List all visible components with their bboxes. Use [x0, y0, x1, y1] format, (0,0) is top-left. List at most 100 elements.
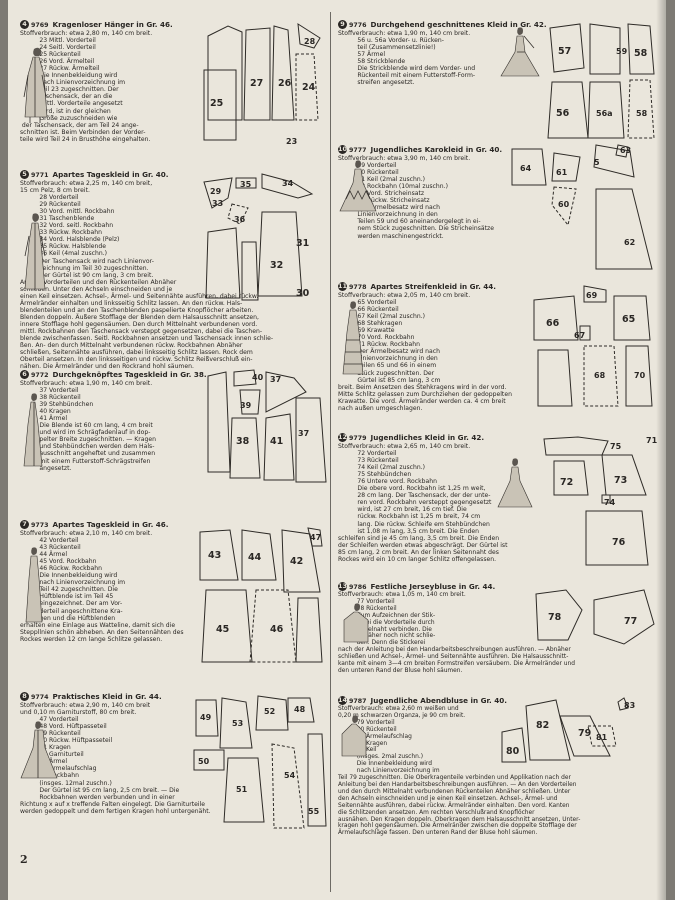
svg-text:56: 56: [556, 108, 570, 119]
dress-sketch-icon: [339, 160, 377, 212]
svg-text:40: 40: [252, 373, 264, 382]
svg-text:37: 37: [270, 375, 281, 384]
svg-text:36: 36: [234, 215, 246, 224]
svg-text:76: 76: [612, 537, 626, 548]
svg-text:70: 70: [634, 371, 646, 380]
svg-text:83: 83: [624, 701, 635, 710]
entry-text: Stoffverbrauch: etwa 2,60 m weißen und 0…: [338, 706, 581, 837]
entry-title: Kragenloser Hänger in Gr. 46.: [52, 20, 173, 29]
svg-text:60: 60: [558, 200, 570, 209]
entry-text: Stoffverbrauch: etwa 1,90 m, 140 cm brei…: [338, 30, 476, 87]
svg-text:67: 67: [574, 331, 585, 340]
svg-text:63: 63: [620, 146, 631, 155]
entry-text: Stoffverbrauch: etwa 2,80 m, 140 cm brei…: [20, 30, 153, 143]
svg-text:24: 24: [302, 82, 316, 93]
svg-text:27: 27: [250, 78, 263, 89]
svg-text:78: 78: [548, 612, 562, 623]
svg-text:77: 77: [624, 616, 637, 627]
svg-text:74: 74: [604, 498, 616, 507]
svg-text:62: 62: [624, 238, 635, 247]
pattern-diagram: 43 44 42 47 45 46: [199, 527, 323, 663]
svg-text:58: 58: [634, 48, 648, 59]
svg-text:81: 81: [596, 733, 608, 742]
entry-text: Stoffverbrauch: etwa 2,10 m, 140 cm brei…: [20, 530, 184, 643]
svg-text:49: 49: [200, 713, 212, 722]
svg-text:44: 44: [248, 552, 262, 563]
svg-text:42: 42: [290, 556, 303, 567]
column-divider: [330, 12, 331, 892]
svg-text:71: 71: [646, 436, 658, 445]
svg-text:33: 33: [212, 199, 223, 208]
page-number: 2: [20, 853, 28, 866]
svg-text:64: 64: [520, 164, 532, 173]
svg-text:47: 47: [310, 533, 321, 542]
pattern-diagram: 80 82 79 83 81: [501, 697, 635, 763]
svg-text:25: 25: [210, 98, 223, 109]
dress-sketch-icon: [500, 27, 540, 77]
svg-text:75: 75: [610, 442, 622, 451]
entry-text: Stoffverbrauch: etwa 1,90 m, 140 cm brei…: [20, 380, 156, 472]
svg-text:23: 23: [286, 137, 297, 146]
pattern-code: 9769: [31, 22, 49, 29]
svg-text:65: 65: [622, 314, 635, 325]
dress-sketch-icon: [342, 301, 364, 375]
svg-text:56a: 56a: [596, 109, 613, 118]
svg-text:82: 82: [536, 720, 549, 731]
svg-text:54: 54: [284, 771, 296, 780]
svg-text:29: 29: [210, 187, 222, 196]
pattern-diagram: 64 61 5 63 60 62: [511, 144, 653, 270]
svg-text:58: 58: [636, 109, 648, 118]
svg-text:79: 79: [578, 728, 591, 739]
dress-sketch-icon: [23, 393, 43, 467]
svg-text:80: 80: [506, 746, 520, 757]
svg-text:59: 59: [616, 47, 628, 56]
svg-text:45: 45: [216, 624, 229, 635]
svg-text:72: 72: [560, 477, 573, 488]
svg-text:61: 61: [556, 168, 568, 177]
svg-text:41: 41: [270, 436, 283, 447]
svg-text:34: 34: [282, 179, 294, 188]
svg-text:28: 28: [304, 37, 316, 46]
svg-text:53: 53: [232, 719, 243, 728]
svg-text:38: 38: [236, 436, 250, 447]
svg-text:51: 51: [236, 785, 248, 794]
svg-text:30: 30: [296, 288, 310, 299]
svg-text:31: 31: [296, 238, 309, 249]
entry-text: Stoffverbrauch: etwa 2,25 m, 140 cm brei…: [20, 180, 274, 371]
entry-text: Stoffverbrauch: etwa 2,90 m, 140 cm brei…: [20, 702, 211, 815]
blouse-sketch-icon: [341, 715, 367, 757]
pattern-diagram: 78 77: [535, 589, 655, 645]
dress-sketch-icon: [20, 721, 58, 779]
svg-text:5: 5: [594, 158, 600, 167]
svg-text:73: 73: [614, 475, 627, 486]
svg-text:69: 69: [586, 291, 598, 300]
entry-text: Stoffverbrauch: etwa 2,05 m, 140 cm brei…: [338, 292, 512, 412]
blouse-sketch-icon: [343, 603, 369, 643]
svg-text:52: 52: [264, 707, 275, 716]
entry-text: Stoffverbrauch: etwa 1,05 m, 140 cm brei…: [338, 592, 576, 674]
svg-text:39: 39: [240, 401, 252, 410]
svg-text:55: 55: [308, 807, 320, 816]
svg-text:32: 32: [270, 260, 283, 271]
dress-sketch-icon: [25, 547, 43, 623]
svg-text:43: 43: [208, 550, 221, 561]
pattern-diagram: 75 73 72 74 76 71: [543, 436, 658, 566]
svg-text:46: 46: [270, 624, 284, 635]
svg-text:68: 68: [594, 371, 606, 380]
dress-sketch-icon: [24, 213, 46, 290]
coat-sketch-icon: [23, 47, 48, 123]
svg-text:66: 66: [546, 318, 560, 329]
